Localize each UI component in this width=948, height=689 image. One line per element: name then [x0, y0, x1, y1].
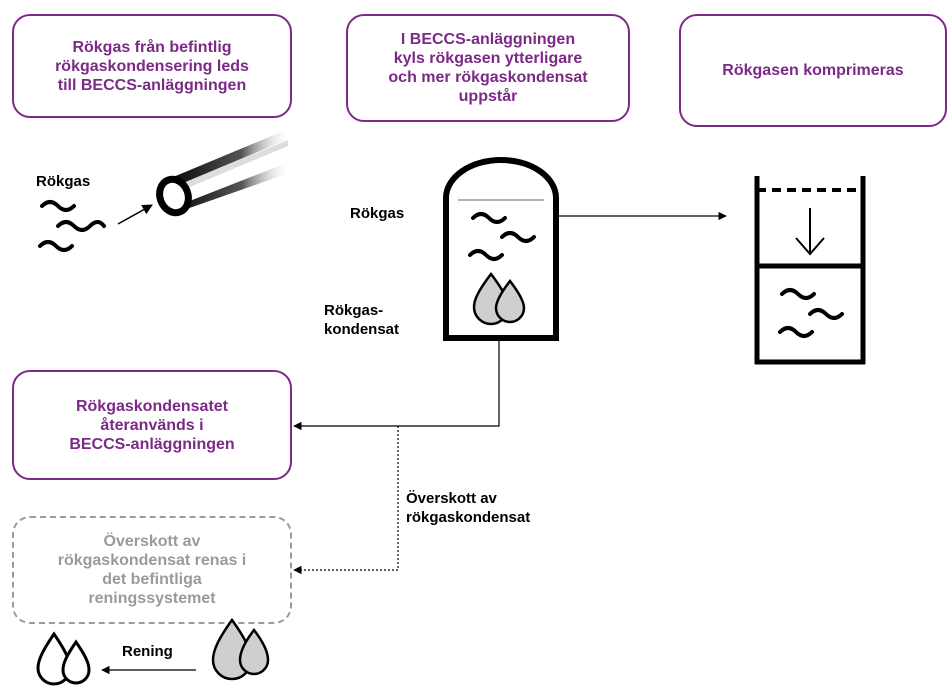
clean-droplet-icon	[36, 631, 91, 686]
compressor-icon	[754, 176, 866, 365]
gas-wave-icon	[38, 200, 106, 252]
rokgas-left-label: Rökgas	[36, 173, 91, 190]
reuse-box: Rökgaskondensatet återanvänds i BECCS-an…	[12, 370, 292, 480]
purify-box: Överskott av rökgaskondensat renas i det…	[12, 516, 292, 624]
step3-box: Rökgasen komprimeras	[679, 14, 947, 127]
dirty-droplet-icon	[211, 617, 270, 681]
tank-icon	[443, 157, 559, 341]
pipe-icon	[156, 130, 292, 217]
step1-box: Rökgas från befintlig rökgaskondensering…	[12, 14, 292, 118]
droplet-icon	[472, 271, 526, 326]
rening-label: Rening	[122, 643, 173, 660]
rokgas-tank-label: Rökgas	[350, 205, 405, 222]
kondensat-label: Rökgas- kondensat	[324, 302, 400, 338]
step2-box: I BECCS-anläggningen kyls rökgasen ytter…	[346, 14, 630, 122]
overskott-label: Överskott av rökgaskondensat	[406, 490, 531, 526]
condensate-line	[293, 338, 500, 431]
gas-to-pipe-arrow	[117, 204, 153, 225]
overflow-line	[293, 426, 399, 575]
